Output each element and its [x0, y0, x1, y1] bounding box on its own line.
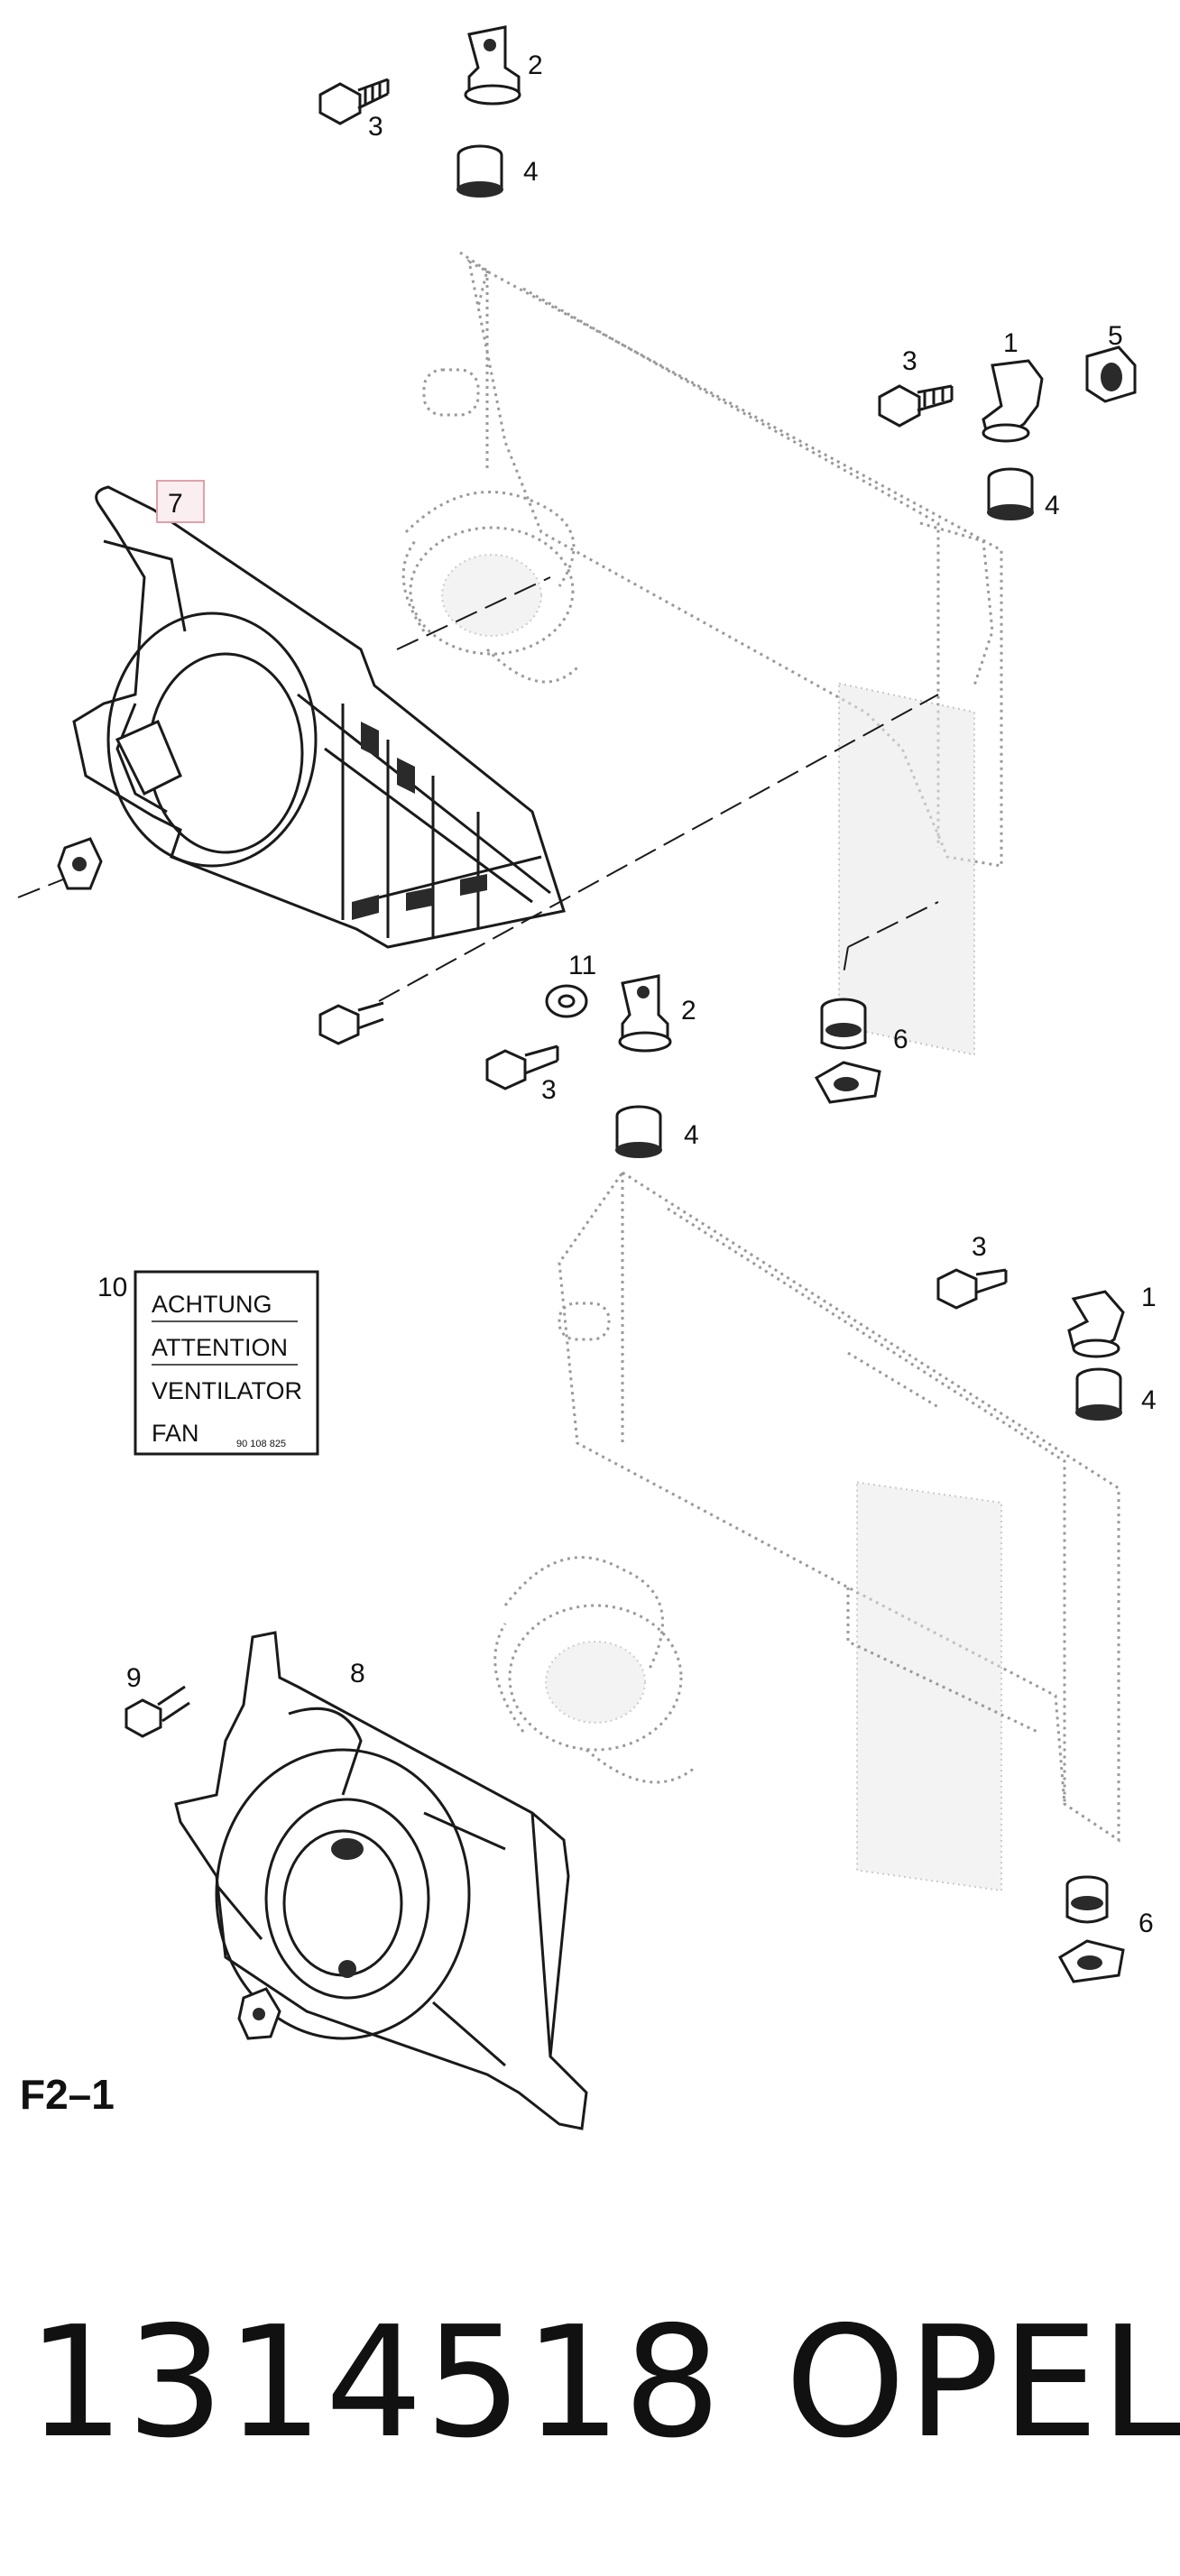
section-id: F2–1	[20, 2071, 115, 2118]
callout-2-top: 2	[528, 51, 543, 80]
highlight-box	[156, 480, 205, 523]
warning-line-4: FAN	[152, 1420, 199, 1447]
bolt-icon	[124, 1685, 190, 1738]
radiator-icon	[558, 1170, 1120, 1892]
callout-4-mid: 4	[684, 1120, 699, 1150]
grommet-icon	[1075, 1367, 1122, 1421]
mount-icon	[57, 837, 103, 890]
grommet-icon	[1065, 1875, 1109, 1924]
rubber-nut-icon	[1057, 1939, 1125, 1983]
grommet-icon	[615, 1105, 662, 1158]
bracket-icon	[464, 25, 521, 106]
callout-6-low: 6	[1139, 1909, 1154, 1938]
fan-shroud-icon	[72, 485, 566, 949]
rubber-nut-icon	[814, 1061, 881, 1104]
callout-1-low: 1	[1141, 1283, 1157, 1312]
callout-11: 11	[568, 951, 596, 980]
callout-5-right: 5	[1108, 321, 1123, 351]
fan-blade-icon	[493, 1556, 696, 1784]
mount-icon	[237, 1987, 281, 2040]
brand-name: OPEL	[785, 2294, 1180, 2472]
bolt-icon	[936, 1268, 1008, 1310]
callout-4-top: 4	[523, 157, 539, 187]
part-number: 1314518	[27, 2294, 723, 2472]
callout-3-low: 3	[972, 1232, 987, 1262]
radiator-icon	[422, 251, 1003, 1056]
callout-6-mid: 6	[893, 1025, 908, 1054]
bolt-icon	[878, 384, 954, 428]
callout-3-right: 3	[902, 346, 917, 376]
fan-blade-icon	[401, 490, 579, 684]
callout-2-mid: 2	[681, 996, 696, 1026]
callout-7: 7	[168, 489, 183, 519]
warning-line-1: ACHTUNG	[152, 1291, 272, 1318]
bolt-icon	[318, 1001, 384, 1045]
bracket-icon	[618, 974, 672, 1053]
warning-code: 90 108 825	[236, 1439, 286, 1449]
callout-9: 9	[126, 1663, 142, 1693]
bolt-icon	[485, 1044, 559, 1090]
callout-1-top: 1	[1003, 328, 1019, 358]
callout-10: 10	[97, 1273, 127, 1302]
grommet-icon	[456, 144, 503, 198]
warning-label: ACHTUNG ATTENTION VENTILATOR FAN 90 108 …	[134, 1270, 319, 1456]
grommet-icon	[820, 998, 867, 1050]
bracket-icon	[1067, 1290, 1125, 1358]
rubber-nut-icon	[1085, 345, 1137, 403]
callout-3-top: 3	[368, 112, 383, 142]
grommet-icon	[987, 467, 1034, 520]
bracket-icon	[982, 359, 1044, 443]
warning-line-3: VENTILATOR	[152, 1377, 302, 1404]
bolt-icon	[318, 78, 390, 125]
callout-3-mid: 3	[541, 1075, 557, 1105]
callout-8: 8	[350, 1659, 365, 1688]
washer-icon	[545, 984, 588, 1018]
callout-4-low: 4	[1141, 1385, 1157, 1415]
warning-line-2: ATTENTION	[152, 1334, 288, 1361]
callout-4-right: 4	[1045, 491, 1060, 520]
fan-shroud-icon	[174, 1631, 588, 2130]
